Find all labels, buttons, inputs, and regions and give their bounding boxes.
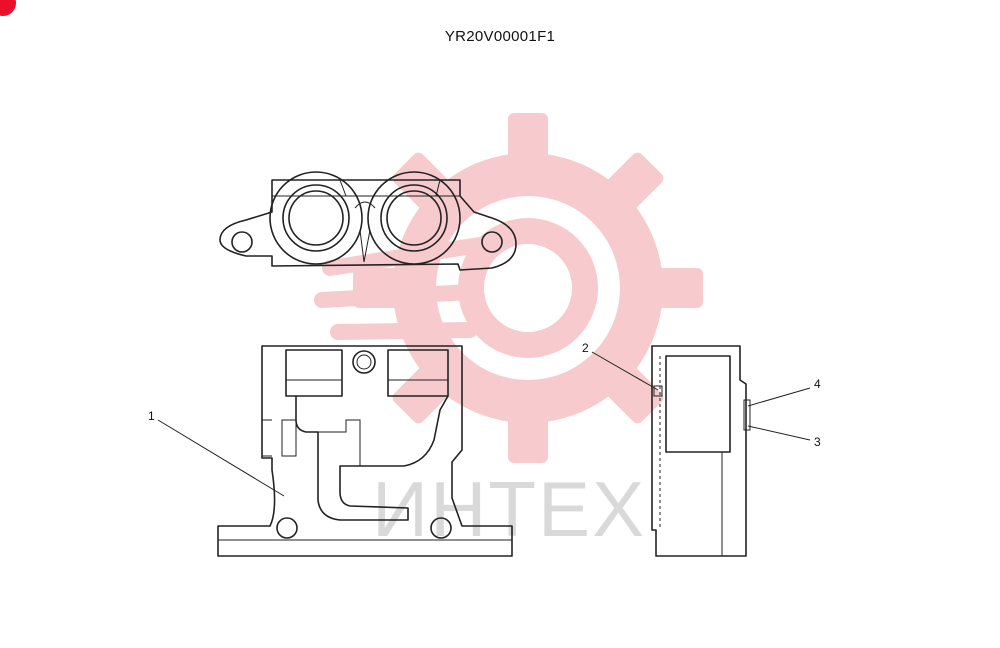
callout-1: 1 [148, 409, 285, 497]
top-view [219, 171, 517, 271]
side-view [651, 345, 751, 557]
callout-2-label: 2 [582, 341, 589, 355]
corner-mark [0, 0, 16, 16]
watermark-gear-icon [314, 113, 703, 463]
front-view [217, 345, 513, 557]
watermark-text: ИНТЕХ [372, 465, 646, 553]
drawing-title: YR20V00001F1 [444, 28, 556, 45]
callout-3: 3 [747, 425, 821, 449]
callout-4: 4 [747, 377, 821, 407]
callout-2: 2 [582, 341, 659, 391]
callout-3-label: 3 [814, 435, 821, 449]
callout-4-label: 4 [814, 377, 821, 391]
callout-1-label: 1 [148, 409, 155, 423]
